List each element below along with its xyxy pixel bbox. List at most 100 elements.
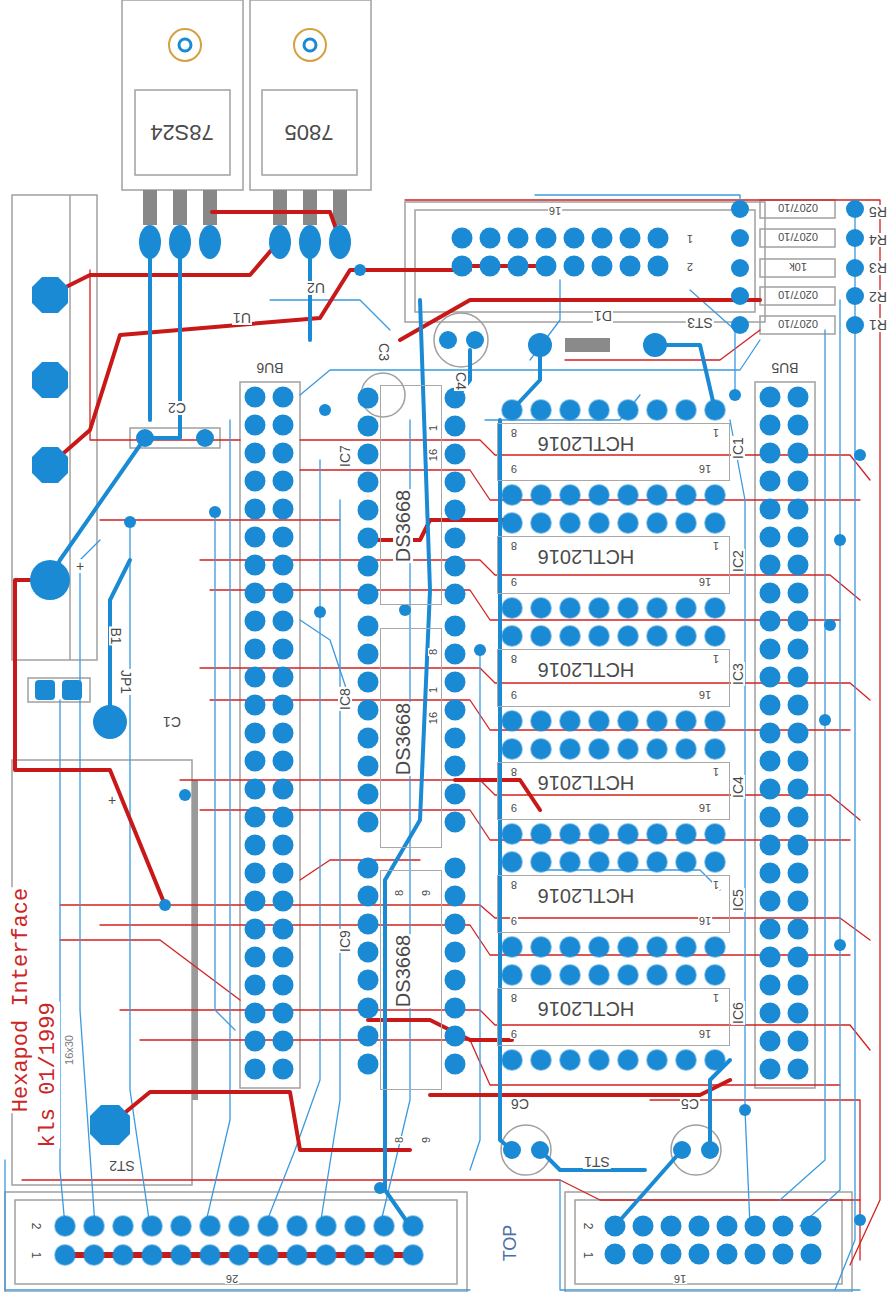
pad <box>32 447 68 483</box>
silkscreen-label-holder: 0207/10 <box>777 288 819 304</box>
silkscreen-label: 1 <box>686 233 694 244</box>
silkscreen-label-holder: 1 <box>712 878 720 894</box>
silkscreen-label: + <box>75 559 85 573</box>
silkscreen-label-holder: JP1 <box>118 669 134 695</box>
regulator-leg <box>203 190 217 225</box>
silkscreen-label-holder: 8 <box>510 765 518 781</box>
part-number-holder: HCTL2016 <box>537 434 636 454</box>
silkscreen-label: R4 <box>868 233 888 247</box>
silkscreen-label-holder: BU6 <box>255 360 284 376</box>
silkscreen-label-holder: 1 <box>686 232 694 248</box>
silkscreen-label-holder: 16 <box>698 688 712 704</box>
silkscreen-label: 16 <box>698 689 712 700</box>
silkscreen-label-holder: 0207/10 <box>777 317 819 333</box>
silkscreen-label-holder: 2 <box>29 1222 45 1231</box>
silkscreen-label-holder: 1 <box>424 424 440 432</box>
ic-package: HCTL2016IC1 <box>497 423 730 481</box>
silkscreen-label-holder: U1 <box>232 310 252 326</box>
silkscreen-label: 0207/10 <box>777 318 819 329</box>
silkscreen-label: Hexapod Interface <box>11 887 33 1113</box>
pad <box>731 229 749 247</box>
reference-designator: IC5 <box>731 888 745 912</box>
resistor-body <box>760 316 835 334</box>
silkscreen-label: ST1 <box>583 1155 611 1169</box>
pad <box>846 259 864 277</box>
silkscreen-label: 1 <box>712 766 720 777</box>
silkscreen-label-holder: + <box>75 558 85 574</box>
pad <box>90 1105 130 1145</box>
header-outline <box>755 382 815 1088</box>
mounting-hole <box>179 39 191 51</box>
pad <box>93 705 127 739</box>
silkscreen-label-holder: 1 <box>712 765 720 781</box>
regulator-face <box>262 90 357 175</box>
silkscreen-label: 8 <box>510 879 518 890</box>
silkscreen-label: R3 <box>868 261 888 275</box>
pad <box>329 225 351 259</box>
silkscreen-label: C3 <box>377 342 391 362</box>
silkscreen-label: R2 <box>868 290 888 304</box>
silkscreen-label: 16 <box>698 1028 712 1039</box>
trace <box>130 522 150 1226</box>
silkscreen-label-holder: 9 <box>510 801 518 817</box>
ic-package: DS3668IC7 <box>380 385 442 605</box>
ic-package: HCTL2016IC4 <box>497 762 730 820</box>
silkscreen-label-holder: 2 <box>686 260 694 276</box>
trace <box>405 200 880 1265</box>
silkscreen-label: 9 <box>421 1136 432 1144</box>
regulator-leg <box>333 190 347 225</box>
silkscreen-label: C6 <box>510 1097 530 1111</box>
silkscreen-label-holder: 16 <box>673 1272 687 1288</box>
reference-designator: IC1 <box>731 436 745 460</box>
silkscreen-label: 1 <box>30 1251 42 1260</box>
trace <box>560 1180 860 1290</box>
silkscreen-label: 1 <box>712 879 720 890</box>
ic-pads <box>441 612 469 836</box>
via <box>834 534 846 546</box>
silkscreen-label-holder: kls 01/1999 <box>38 1001 60 1148</box>
silkscreen-label-holder: 26 <box>225 1272 239 1288</box>
capacitor-outline <box>12 760 192 1185</box>
reference-designator-holder: IC9 <box>337 929 353 953</box>
silkscreen-label: 2 <box>686 261 694 272</box>
via <box>474 644 486 656</box>
pad <box>731 316 749 334</box>
pad <box>169 225 191 259</box>
silkscreen-label: R1 <box>868 318 888 332</box>
silkscreen-label: C1 <box>162 715 182 729</box>
silkscreen-label-holder: 1 <box>712 991 720 1007</box>
silkscreen-label-holder: 9 <box>510 462 518 478</box>
ic-pads <box>498 707 730 736</box>
part-number: HCTL2016 <box>537 434 636 454</box>
silkscreen-label: 8 <box>510 653 518 664</box>
connector-outline <box>15 1200 457 1284</box>
silkscreen-label: 1 <box>582 1251 594 1260</box>
trace <box>535 195 740 209</box>
trace <box>60 700 65 1226</box>
red-traces-power <box>15 212 760 1255</box>
ic-pads <box>441 384 469 608</box>
ic-package: DS3668IC8 <box>380 628 442 848</box>
ic-pads <box>498 396 730 425</box>
silkscreen-label-holder: 16 <box>424 711 440 725</box>
silkscreen-label: 9 <box>510 463 518 474</box>
regulator-body <box>250 0 371 190</box>
silkscreen-label-holder: 1 <box>581 1251 597 1260</box>
silkscreen-label-holder: 16 <box>698 1027 712 1043</box>
silkscreen-label-holder: C4 <box>453 371 469 391</box>
trace <box>215 512 235 1030</box>
mounting-hole <box>169 29 201 61</box>
pad <box>299 225 321 259</box>
silkscreen-label: 8 <box>394 1136 405 1144</box>
pad <box>531 1141 549 1159</box>
silkscreen-label-holder: 2 <box>581 1222 597 1231</box>
pad <box>731 200 749 218</box>
pad <box>62 680 82 700</box>
silkscreen-label-holder: 1 <box>712 539 720 555</box>
pad <box>643 333 667 357</box>
trace <box>15 580 165 905</box>
via <box>209 506 221 518</box>
reference-designator-holder: IC3 <box>730 662 746 686</box>
